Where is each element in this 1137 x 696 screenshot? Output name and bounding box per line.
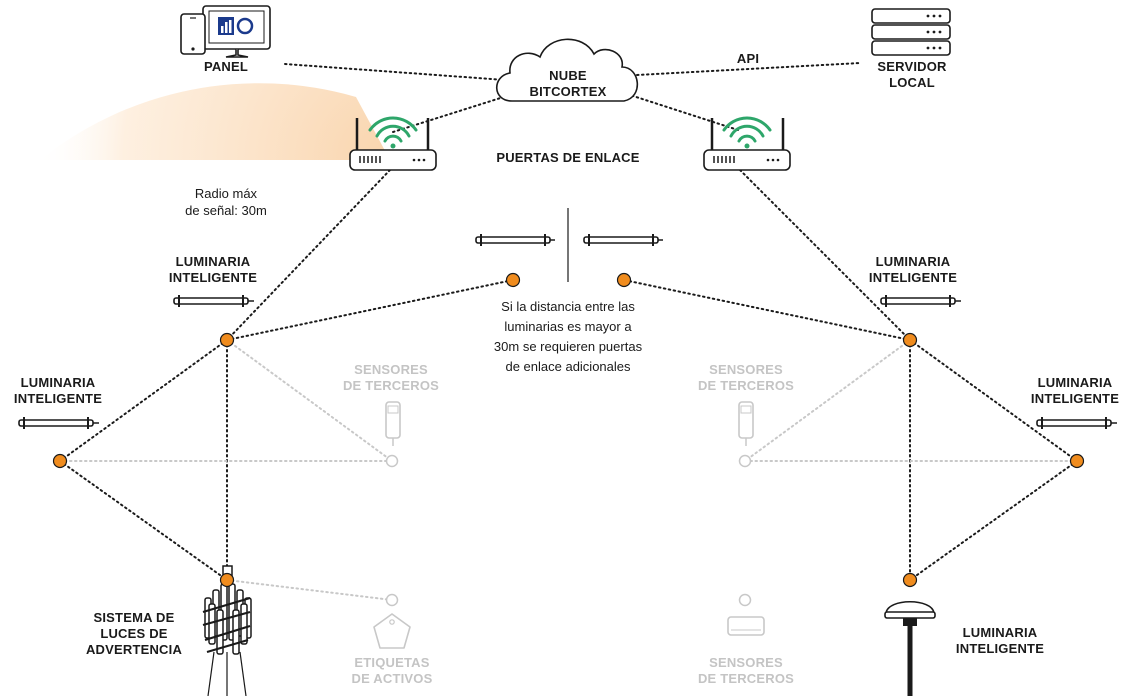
luminaria-right-mid-line1: LUMINARIA xyxy=(1038,375,1113,390)
network-links xyxy=(59,62,1078,581)
server-label-line1: SERVIDOR xyxy=(877,59,947,74)
luminaire-tube-left-top xyxy=(173,295,254,307)
luminaire-tube-center-right xyxy=(583,234,663,246)
distance-note-line1: Si la distancia entre las xyxy=(501,299,635,314)
luminaire-tube-right-mid xyxy=(1036,417,1117,429)
server-icon xyxy=(871,8,951,56)
sensor-device-left-icon xyxy=(385,401,401,446)
sensor-device-right-icon xyxy=(738,401,754,446)
sensors-bottom-label-line1: SENSORES xyxy=(709,655,783,670)
node-left-upper xyxy=(219,332,235,348)
sensors-bottom-label-line2: DE TERCEROS xyxy=(698,671,794,686)
gateway-left-icon xyxy=(349,116,437,171)
server-label-line2: LOCAL xyxy=(889,75,935,90)
cloud-label-line2: BITCORTEX xyxy=(530,84,607,99)
third-party-links xyxy=(59,339,1078,601)
cloud-label-line1: NUBE xyxy=(549,68,587,83)
third-party-nodes xyxy=(385,454,752,607)
luminaire-tube-right-top xyxy=(880,295,961,307)
warning-light-tower-icon xyxy=(202,565,252,696)
panel-label: PANEL xyxy=(204,59,248,74)
luminaire-tube-center-left xyxy=(475,234,555,246)
node-right-lamp xyxy=(902,572,918,588)
sensors-right-label-line1: SENSORES xyxy=(709,362,783,377)
node-center-left xyxy=(505,272,521,288)
node-sensor-right-lower xyxy=(738,593,752,607)
sensor-box-icon xyxy=(727,616,765,636)
distance-note-line3: 30m se requieren puertas xyxy=(494,339,643,354)
signal-radius-area xyxy=(40,83,390,160)
node-center-right xyxy=(616,272,632,288)
luminaria-right-mid-line2: INTELIGENTE xyxy=(1031,391,1119,406)
warning-lights-label-line1: SISTEMA DE xyxy=(94,610,175,625)
node-sensor-right xyxy=(738,454,752,468)
luminaria-right-top-line2: INTELIGENTE xyxy=(869,270,957,285)
warning-lights-label-line3: ADVERTENCIA xyxy=(86,642,183,657)
asset-tag-icon xyxy=(373,613,411,649)
luminaire-tube-left-mid xyxy=(18,417,99,429)
signal-radius-label-line2: de señal: 30m xyxy=(185,203,267,218)
gateway-right-icon xyxy=(703,116,791,171)
sensors-right-label-line2: DE TERCEROS xyxy=(698,378,794,393)
monitor-icon xyxy=(202,5,271,58)
api-label: API xyxy=(737,51,759,66)
street-lamp-icon xyxy=(884,601,936,696)
node-tags xyxy=(385,593,399,607)
luminaria-left-mid-line2: INTELIGENTE xyxy=(14,391,102,406)
luminaria-left-top-line2: INTELIGENTE xyxy=(169,270,257,285)
luminaria-left-mid-line1: LUMINARIA xyxy=(21,375,96,390)
warning-lights-label-line2: LUCES DE xyxy=(100,626,167,641)
luminaria-bottom-label-line2: INTELIGENTE xyxy=(956,641,1044,656)
phone-icon xyxy=(180,13,206,55)
distance-note-line2: luminarias es mayor a xyxy=(504,319,632,334)
luminaria-left-top-line1: LUMINARIA xyxy=(176,254,251,269)
node-right-upper xyxy=(902,332,918,348)
node-right-mid xyxy=(1069,453,1085,469)
node-left-tower xyxy=(219,572,235,588)
gateways-label: PUERTAS DE ENLACE xyxy=(496,150,639,165)
node-sensor-left xyxy=(385,454,399,468)
mesh-nodes xyxy=(52,272,1085,588)
node-left-mid xyxy=(52,453,68,469)
cloud-icon xyxy=(495,38,639,102)
luminaria-right-top-line1: LUMINARIA xyxy=(876,254,951,269)
sensors-left-label-line1: SENSORES xyxy=(354,362,428,377)
distance-note-line4: de enlace adicionales xyxy=(505,359,631,374)
signal-radius-label-line1: Radio máx xyxy=(195,186,258,201)
asset-tags-label-line1: ETIQUETAS xyxy=(354,655,429,670)
luminaria-bottom-label-line1: LUMINARIA xyxy=(963,625,1038,640)
asset-tags-label-line2: DE ACTIVOS xyxy=(352,671,433,686)
sensors-left-label-line2: DE TERCEROS xyxy=(343,378,439,393)
